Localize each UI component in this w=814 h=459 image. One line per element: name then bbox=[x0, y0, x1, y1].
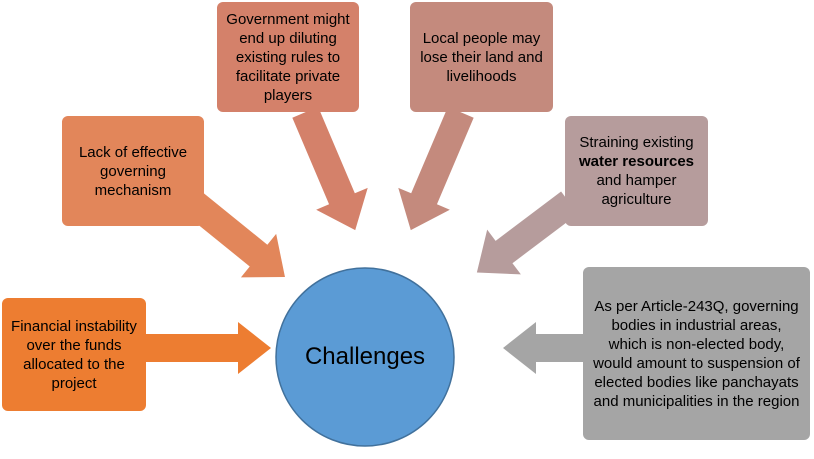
challenge-water-resources-text: Straining existing water resources and h… bbox=[571, 133, 702, 209]
water-text-bold: water resources bbox=[578, 153, 695, 170]
arrows bbox=[146, 106, 583, 374]
challenge-financial-box: Financial instability over the funds all… bbox=[2, 298, 146, 411]
arrow-governing-mechanism bbox=[186, 193, 285, 278]
challenge-article-243q-box: As per Article-243Q, governing bodies in… bbox=[583, 267, 810, 440]
challenge-financial-text: Financial instability over the funds all… bbox=[11, 317, 137, 392]
arrow-article-243q bbox=[503, 322, 583, 374]
challenge-government-dilution-text: Government might end up diluting existin… bbox=[226, 10, 350, 104]
challenge-article-243q-text: As per Article-243Q, governing bodies in… bbox=[593, 297, 800, 410]
water-text-before: Straining existing bbox=[579, 134, 694, 151]
challenge-local-people-box: Local people may lose their land and liv… bbox=[410, 2, 553, 112]
challenge-water-resources-box: Straining existing water resources and h… bbox=[565, 116, 708, 226]
arrow-water-resources bbox=[476, 191, 578, 275]
water-text-after: and hamper agriculture bbox=[596, 172, 677, 208]
arrow-financial bbox=[146, 322, 271, 374]
challenges-circle bbox=[275, 267, 455, 447]
arrow-local-people bbox=[398, 106, 474, 231]
challenge-local-people-text: Local people may lose their land and liv… bbox=[420, 29, 543, 85]
challenge-government-dilution-box: Government might end up diluting existin… bbox=[217, 2, 359, 112]
challenge-governing-mechanism-text: Lack of effective governing mechanism bbox=[78, 143, 188, 199]
challenge-governing-mechanism-box: Lack of effective governing mechanism bbox=[62, 116, 204, 226]
arrow-government-dilution bbox=[292, 106, 368, 231]
